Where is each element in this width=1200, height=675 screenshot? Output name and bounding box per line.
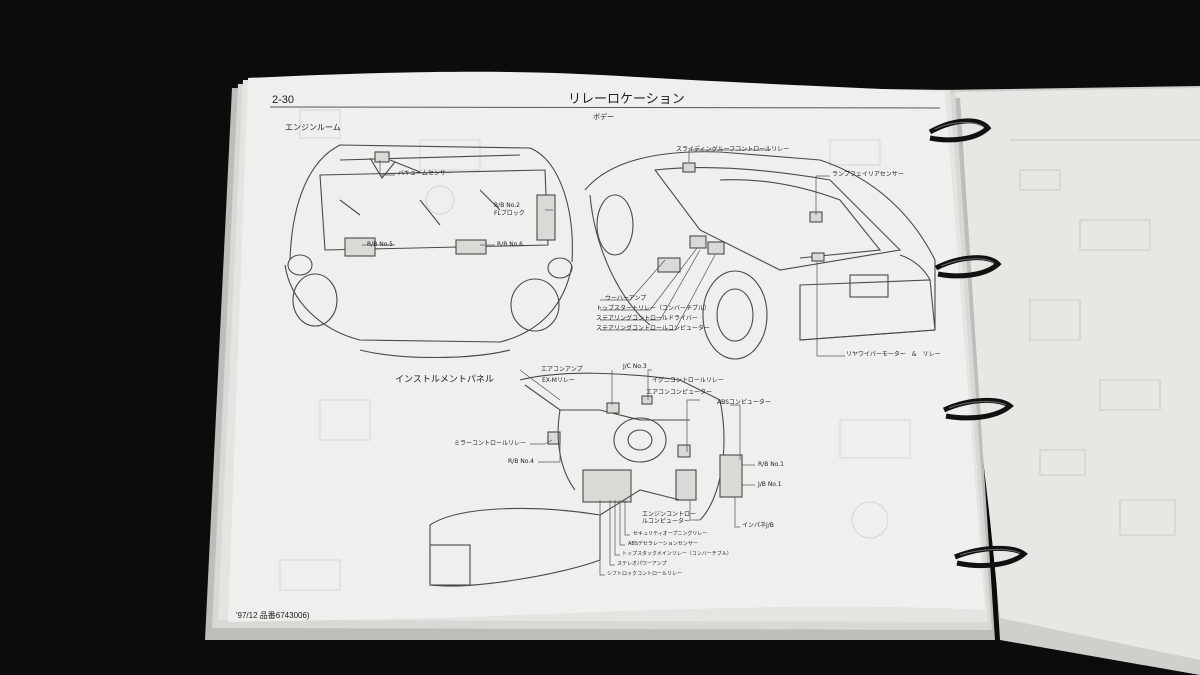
- label-abs-computer: ABSコンピューター: [717, 399, 771, 406]
- header-rule: [269, 106, 941, 109]
- body-drawing: [584, 151, 936, 360]
- right-page: [940, 86, 1200, 675]
- label-stereo-power-amp: ステレオパワーアンプ: [617, 561, 667, 567]
- label-aircon-amp: エアコンアンプ: [541, 366, 583, 373]
- label-vacuum-sensor: バキュームセンサー: [398, 170, 452, 177]
- label-top-starter-relay: トップスタートリレー（コンバーチブル）: [596, 305, 711, 312]
- section-engine-room: エンジンルーム: [285, 123, 341, 132]
- page-number: 2-30: [272, 94, 295, 106]
- label-igni-control-relay: イグニコントロールリレー: [652, 377, 724, 384]
- label-fl-block: FLブロック: [494, 210, 525, 217]
- page-footer: '97/12 品番6743006): [236, 611, 310, 620]
- label-exm-relay: EX-Mリレー: [542, 377, 575, 384]
- leader-lines: [362, 149, 845, 576]
- label-engine-computer: エンジンコントロールコンピューター: [642, 511, 697, 526]
- page-subtitle: ボデー: [593, 114, 614, 121]
- instrument-panel-drawing: [429, 372, 743, 587]
- label-jb-no1: J/B No.1: [758, 481, 782, 488]
- section-instrument-panel: インストルメントパネル: [395, 375, 494, 385]
- label-woofer-amp: ウーハーアンプ: [605, 295, 647, 302]
- label-jc-no3: J/C No.3: [623, 363, 647, 370]
- faint-background-art: [279, 109, 911, 591]
- label-rear-wiper: リヤワイパーモーター & リレー: [846, 351, 941, 358]
- label-theft-relay: セキュリティオープニングリレー: [633, 531, 708, 537]
- engine-room-drawing: [284, 144, 573, 359]
- label-abs-deceleration: ABSデセラレーションセンサー: [628, 541, 698, 547]
- label-rb-no6: R/B No.6: [497, 241, 523, 248]
- ring-highlights: [934, 121, 1021, 556]
- label-steering-driver: ステアリングコントロールドライバー: [596, 315, 698, 322]
- label-rb-no4: R/B No.4: [508, 458, 534, 465]
- label-rb-no5: R/B No.5: [367, 241, 393, 248]
- label-shift-lock-relay: シフトロックコントロールリレー: [607, 571, 683, 577]
- main-page: [228, 71, 985, 622]
- label-mirror-relay: ミラーコントロールリレー: [454, 440, 527, 447]
- label-rb-no1: R/B No.1: [758, 461, 784, 468]
- label-sliding-roof-relay: スライディングルーフコントロールリレー: [676, 146, 790, 153]
- label-inpane-jb: インパネJ/B: [742, 522, 774, 529]
- page-title: リレーロケーション: [568, 91, 685, 106]
- label-lamp-failure-sensor: ランプフェイリアセンサー: [832, 171, 904, 178]
- label-aircon-computer: エアコンコンピューター: [646, 389, 713, 396]
- label-steering-computer: ステアリングコントロールコンピューター: [596, 325, 710, 332]
- label-top-stack-main-relay: トップスタックメインリレー（コンバーチブル）: [622, 551, 732, 557]
- label-rb-no2: R/B No.2: [494, 202, 520, 209]
